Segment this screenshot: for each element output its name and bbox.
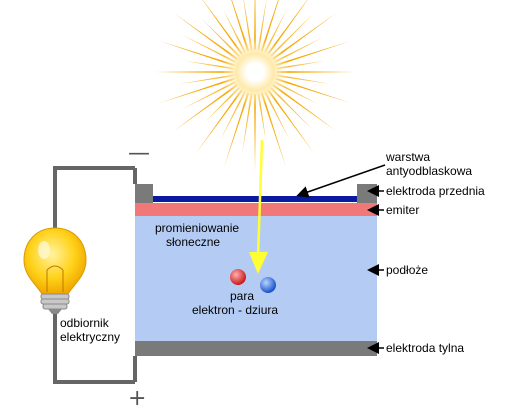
sun-ray — [260, 0, 279, 52]
sun-ray — [201, 18, 241, 58]
electron-particle — [230, 269, 246, 285]
sun-ray — [174, 84, 238, 131]
front-electrode-right — [357, 184, 377, 203]
sunlight-arrow-shaft — [256, 139, 264, 259]
sun-ray — [202, 0, 243, 55]
emitter-label: emiter — [386, 203, 419, 217]
sun-ray — [159, 41, 235, 67]
bulb-base-ring — [40, 293, 70, 300]
positive-terminal-sign: + — [128, 386, 146, 407]
front-electrode-label: elektroda przednia — [386, 184, 485, 198]
sun-ray — [231, 0, 250, 52]
sunlight-arrow-head — [249, 252, 268, 274]
callout-arrow-anti-reflective — [296, 164, 386, 198]
negative-terminal-sign: — — [128, 141, 150, 166]
pair-label-line1: para — [230, 289, 254, 303]
sun-ray — [269, 14, 313, 58]
sun-ray — [267, 89, 314, 153]
sun-ray — [254, 93, 256, 172]
sun-ray — [181, 34, 236, 63]
bulb-tip — [48, 309, 62, 314]
front-electrode-left — [135, 184, 153, 203]
sun-ray — [155, 71, 234, 73]
sun-ray — [274, 37, 323, 63]
substrate-label: podłoże — [386, 263, 428, 277]
wire-positive — [53, 312, 135, 384]
bulb-base-ring — [40, 298, 70, 305]
sun-core — [221, 38, 289, 106]
callouts: warstwa antyodblaskowa elektroda przedni… — [296, 150, 485, 355]
sunlight-arrow — [249, 139, 268, 274]
substrate-layer — [135, 215, 377, 341]
sun-ray — [242, 93, 253, 153]
back-electrode-label: elektroda tylna — [386, 341, 464, 355]
sun-ray — [159, 77, 235, 103]
sun-ray — [257, 0, 267, 51]
sun-rays — [155, 0, 355, 172]
bulb-glass — [23, 227, 87, 295]
sun-ray — [267, 0, 308, 55]
solar-cell — [135, 184, 377, 356]
load-label-line2: elektryczny — [60, 330, 120, 344]
external-circuit — [53, 166, 137, 384]
wire-negative — [53, 166, 135, 232]
radiation-label-line2: słoneczne — [166, 235, 220, 249]
sun-icon — [155, 0, 355, 172]
anti-reflective-label-line2: antyodblaskowa — [386, 164, 472, 178]
sun-ray — [275, 41, 351, 67]
anti-reflective-label-line1: warstwa — [385, 150, 430, 164]
bulb-highlight — [38, 241, 50, 259]
sun-ray — [254, 0, 256, 51]
bulb-base-ring — [42, 303, 68, 310]
sun-ray — [272, 84, 336, 131]
sun-ray — [275, 77, 351, 103]
sun-ray — [276, 71, 355, 73]
back-electrode — [135, 341, 377, 356]
load-label-line1: odbiornik — [60, 316, 110, 330]
sun-ray — [276, 74, 331, 84]
light-bulb-icon — [23, 227, 87, 314]
sun-ray — [196, 89, 243, 153]
sun-ray — [260, 92, 286, 168]
bulb-filament — [46, 265, 64, 292]
anti-reflective-layer — [152, 196, 357, 202]
sun-ray — [181, 81, 236, 110]
sun-ray — [243, 0, 253, 51]
sun-ray — [264, 91, 290, 140]
pair-label-line2: elektron - dziura — [192, 303, 278, 317]
sun-ray — [220, 91, 246, 140]
sun-ray — [269, 86, 313, 130]
sun-ray — [224, 92, 250, 168]
hole-particle — [260, 277, 276, 293]
sun-ray — [272, 13, 336, 60]
radiation-label-line1: promieniowanie — [155, 221, 239, 235]
emitter-layer — [135, 203, 377, 216]
sun-ray — [179, 74, 234, 84]
sun-ray — [174, 13, 238, 60]
